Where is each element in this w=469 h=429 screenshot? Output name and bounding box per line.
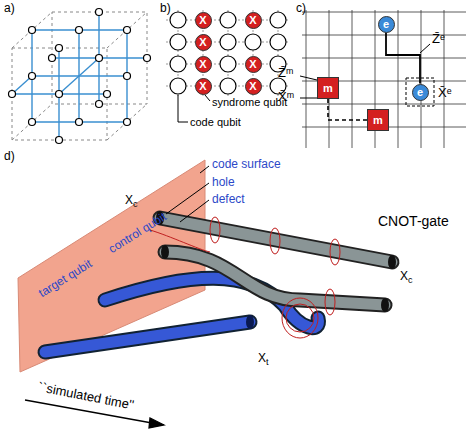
node-text: m	[323, 83, 333, 94]
leader-lines	[300, 44, 430, 98]
operator-loops	[150, 217, 340, 338]
anyon-circle: X	[245, 56, 262, 73]
label: Z̄ᵐ	[278, 66, 293, 80]
node-text: e	[417, 87, 423, 98]
node-text: X	[199, 37, 206, 48]
string-operator	[386, 33, 420, 84]
anyon-circle: e	[412, 84, 429, 101]
anyon-circle: X	[195, 56, 212, 73]
string-operator	[328, 99, 367, 120]
label: X̄ᵉ	[438, 86, 452, 100]
lattice-3d	[9, 9, 151, 144]
label: code qubit	[190, 116, 241, 128]
label: b)	[160, 2, 171, 15]
node-text: m	[373, 115, 383, 126]
label: a)	[4, 2, 15, 15]
lattice-grid	[302, 10, 466, 148]
label: CNOT-gate	[378, 214, 449, 229]
label: Z̄ᵉ	[432, 32, 445, 46]
defect-tubes	[45, 211, 396, 352]
label: Xt	[258, 352, 269, 368]
node-text: e	[383, 19, 389, 30]
anyon-circle: e	[378, 16, 395, 33]
label: X̄ᵐ	[278, 90, 294, 104]
label: d)	[4, 150, 15, 163]
label: code surface	[212, 158, 281, 171]
leader-lines	[166, 166, 209, 222]
node-text: X	[199, 15, 206, 26]
node-text: X	[249, 59, 256, 70]
label: ``simulated time''	[37, 380, 135, 413]
label: target qubit	[37, 257, 95, 300]
node-text: X	[199, 59, 206, 70]
anyon-circle: X	[195, 12, 212, 29]
label: Xc	[125, 194, 138, 210]
label: hole	[212, 176, 235, 189]
label: c)	[296, 2, 306, 15]
anyon-circle: X	[245, 12, 262, 29]
node-text: X	[249, 15, 256, 26]
label: syndrome qubit	[212, 96, 287, 108]
node-text: X	[249, 81, 256, 92]
anyon-square: m	[367, 109, 389, 131]
label: defect	[212, 193, 245, 206]
code-qubits	[170, 12, 286, 94]
label: control qubit	[107, 210, 169, 256]
node-text: X	[199, 81, 206, 92]
anyon-circle: X	[195, 78, 212, 95]
anyon-circle: X	[195, 34, 212, 51]
anyon-circle: X	[245, 78, 262, 95]
anyon-square: m	[317, 77, 339, 99]
label: Xc	[400, 270, 413, 286]
qubit-grid	[166, 10, 290, 96]
